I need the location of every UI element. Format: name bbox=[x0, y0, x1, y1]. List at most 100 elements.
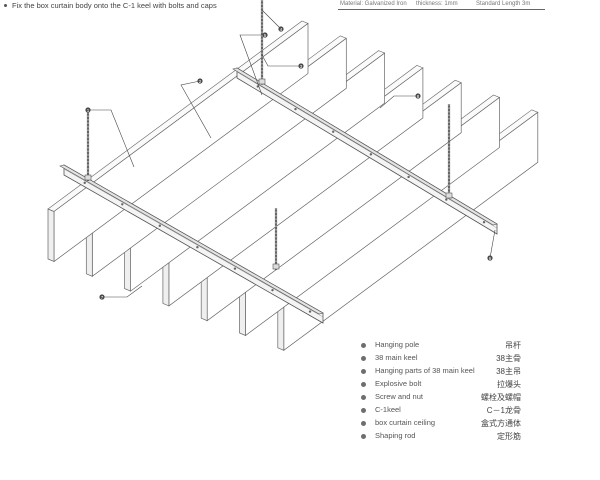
keel-lip bbox=[232, 67, 498, 226]
rod-nut bbox=[445, 192, 453, 199]
callout-dot-icon bbox=[85, 107, 91, 113]
legend-label-en: Hanging pole bbox=[375, 340, 420, 349]
legend-bullet-icon bbox=[361, 434, 366, 439]
spec-length: Standard Length 3m bbox=[476, 1, 531, 7]
callout-leader-line bbox=[88, 109, 135, 168]
legend-label-cn: C－1龙骨 bbox=[486, 406, 521, 415]
callout-leader-line bbox=[379, 95, 418, 109]
legend-label-en: Screw and nut bbox=[375, 392, 423, 401]
callout-leader-line bbox=[489, 229, 496, 259]
legend-bullet-icon bbox=[361, 382, 366, 387]
parts-legend: Hanging pole 吊杆 38 main keel 38主骨 Hanging … bbox=[361, 340, 521, 444]
legend-bullet-icon bbox=[361, 395, 366, 400]
spec-thickness: thickness: 1mm bbox=[416, 1, 458, 7]
legend-bullet-icon bbox=[361, 408, 366, 413]
legend-item-c1-keel: C-1keel C－1龙骨 bbox=[361, 405, 521, 418]
legend-label-cn: 38主骨 bbox=[496, 354, 521, 363]
c1-keel-back bbox=[232, 67, 498, 235]
bolt-hole-icon bbox=[407, 175, 410, 179]
callout-leader-line bbox=[261, 54, 301, 67]
hanging-pole-back-left bbox=[258, 0, 266, 85]
bolt-hole-icon bbox=[308, 310, 312, 313]
legend-bullet-icon bbox=[361, 343, 366, 348]
keel-groove bbox=[63, 168, 324, 318]
bolt-hole-icon bbox=[83, 181, 86, 185]
callout-dot-icon bbox=[278, 26, 284, 32]
callout-dot-icon bbox=[415, 93, 421, 99]
bolt-hole-icon bbox=[158, 224, 162, 227]
bolt-hole-icon bbox=[233, 267, 237, 270]
installation-note: Fix the box curtain body onto the C-1 ke… bbox=[2, 1, 217, 10]
bolt-hole-icon bbox=[196, 246, 199, 249]
hanging-pole-front-left bbox=[84, 112, 92, 181]
callout-number: 8 bbox=[417, 94, 420, 99]
legend-item-main-keel: 38 main keel 38主骨 bbox=[361, 353, 521, 366]
legend-label-en: Hanging parts of 38 main keel bbox=[375, 366, 475, 375]
hanging-poles bbox=[84, 0, 453, 270]
callout-leaders: 1 2 3 4 5 6 7 8 bbox=[85, 9, 496, 300]
callout-dot-icon bbox=[262, 32, 268, 38]
bolt-hole-icon bbox=[369, 153, 373, 156]
callout-3: 3 bbox=[261, 54, 304, 69]
callout-number: 3 bbox=[300, 64, 303, 69]
bolt-hole-icon bbox=[121, 203, 124, 206]
installation-note-text: Fix the box curtain body onto the C-1 ke… bbox=[12, 1, 217, 10]
callout-number: 5 bbox=[264, 33, 267, 38]
legend-bullet-icon bbox=[361, 369, 366, 374]
legend-label-en: C-1keel bbox=[375, 405, 401, 414]
legend-label-cn: 吊杆 bbox=[505, 341, 521, 350]
callout-number: 6 bbox=[489, 256, 492, 261]
callout-dot-icon bbox=[99, 294, 105, 300]
legend-label-cn: 盒式方通体 bbox=[481, 419, 521, 428]
callout-7: 7 bbox=[99, 285, 143, 300]
legend-label-en: Explosive bolt bbox=[375, 379, 422, 388]
callout-dot-icon bbox=[487, 255, 493, 261]
keels bbox=[59, 67, 498, 324]
callout-8: 8 bbox=[379, 93, 421, 109]
callout-2: 2 bbox=[180, 78, 212, 139]
legend-label-en: Shaping rod bbox=[375, 431, 416, 440]
callout-4: 4 bbox=[261, 9, 284, 32]
bolt-hole-icon bbox=[332, 130, 335, 133]
callout-6: 6 bbox=[487, 229, 496, 261]
legend-label-cn: 螺栓及螺帽 bbox=[481, 393, 521, 402]
callout-leader-line bbox=[239, 34, 265, 96]
legend-item-screw-nut: Screw and nut 螺栓及螺帽 bbox=[361, 392, 521, 405]
keel-lip bbox=[59, 164, 324, 315]
legend-label-cn: 拉爆头 bbox=[497, 380, 521, 389]
panel-end-cap bbox=[47, 208, 55, 263]
legend-label-cn: 定形筋 bbox=[497, 432, 521, 441]
callout-number: 7 bbox=[101, 295, 104, 300]
rod-nut bbox=[84, 174, 92, 181]
spec-material: Material: Galvanized Iron bbox=[340, 1, 407, 7]
hanging-pole-back-right bbox=[445, 104, 453, 199]
c1-keel-front bbox=[59, 164, 324, 324]
callout-dot-icon bbox=[298, 63, 304, 69]
legend-item-hanging-pole: Hanging pole 吊杆 bbox=[361, 340, 521, 353]
legend-label-en: box curtain ceiling bbox=[375, 418, 436, 427]
spec-table: Material: Galvanized Iron thickness: 1mm… bbox=[338, 0, 545, 10]
bolt-hole-icon bbox=[294, 107, 297, 111]
rod-nut bbox=[272, 263, 280, 270]
legend-item-main-keel-hanger: Hanging parts of 38 main keel 38主吊 bbox=[361, 366, 521, 379]
legend-label-cn: 38主吊 bbox=[496, 367, 521, 376]
note-bullet-icon bbox=[4, 4, 7, 8]
bolt-hole-icon bbox=[482, 221, 486, 224]
keel-groove bbox=[236, 71, 498, 229]
callout-number: 4 bbox=[280, 27, 283, 32]
rod-nut bbox=[258, 78, 266, 85]
callout-number: 1 bbox=[87, 108, 90, 113]
callout-1: 1 bbox=[85, 107, 135, 168]
legend-item-box-ceiling: box curtain ceiling 盒式方通体 bbox=[361, 418, 521, 431]
callout-leader-line bbox=[261, 9, 282, 30]
legend-bullet-icon bbox=[361, 356, 366, 361]
legend-item-explosive-bolt: Explosive bolt 拉爆头 bbox=[361, 379, 521, 392]
bolt-hole-icon bbox=[445, 198, 448, 201]
bolt-hole-icon bbox=[271, 288, 274, 292]
callout-leader-line bbox=[102, 285, 143, 298]
callout-dot-icon bbox=[197, 78, 203, 84]
legend-item-shaping-rod: Shaping rod 定形筋 bbox=[361, 431, 521, 444]
legend-label-en: 38 main keel bbox=[375, 353, 418, 362]
callout-5: 5 bbox=[239, 32, 268, 96]
